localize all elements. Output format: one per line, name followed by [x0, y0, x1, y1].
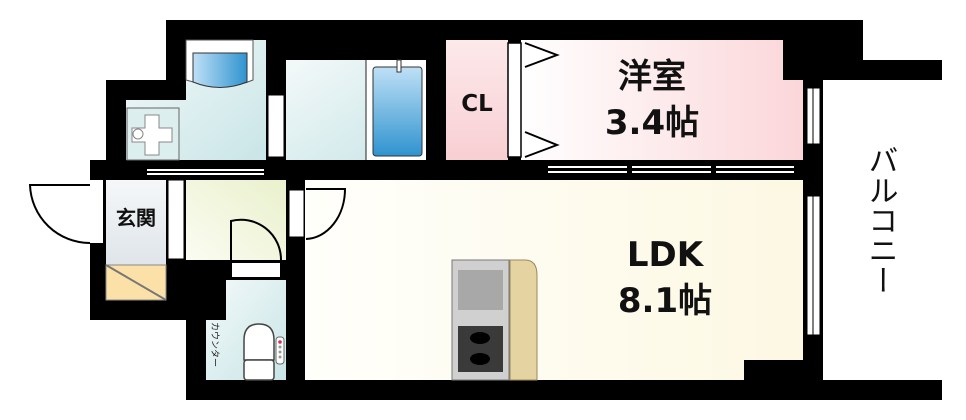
balcony-label: バルコニー — [863, 145, 898, 295]
ldk-room — [305, 180, 803, 380]
entrance-door-opening[interactable] — [90, 180, 103, 243]
drain-circle — [132, 128, 144, 140]
balcony-area — [823, 80, 942, 380]
entrance — [106, 180, 166, 265]
western-room-size: 3.4帖 — [605, 103, 699, 143]
toilet-door[interactable] — [232, 263, 280, 277]
closet — [446, 40, 508, 160]
faucet — [396, 59, 402, 73]
sliding-door[interactable] — [548, 166, 794, 173]
closet-door[interactable] — [507, 42, 522, 158]
ldk-size: 8.1帖 — [618, 281, 712, 321]
western-room — [521, 40, 803, 160]
washroom-door[interactable] — [267, 94, 285, 158]
window[interactable] — [806, 87, 821, 336]
closet-door-hinge — [524, 42, 560, 68]
kitchen-stove — [451, 259, 510, 381]
kitchen-counter — [509, 259, 538, 381]
western-room-name: 洋室 — [618, 57, 686, 97]
sink-bowl — [192, 52, 248, 88]
closet-label: CL — [461, 91, 493, 117]
toilet-icon — [243, 323, 275, 361]
window[interactable] — [147, 169, 264, 175]
toilet-tank — [243, 359, 275, 381]
closet-door-hinge — [524, 131, 560, 158]
entrance-label: 玄関 — [116, 206, 156, 230]
toilet-door-arc — [230, 218, 283, 261]
entrance-partition — [167, 179, 185, 260]
ldk-name: LDK — [627, 235, 705, 275]
bathtub — [372, 66, 423, 157]
ldk-door-arc — [305, 188, 347, 240]
entrance-door-arc — [28, 184, 91, 244]
counter-label: カウンター — [209, 322, 220, 367]
drain-icon — [131, 114, 173, 156]
ldk-door[interactable] — [288, 189, 305, 238]
